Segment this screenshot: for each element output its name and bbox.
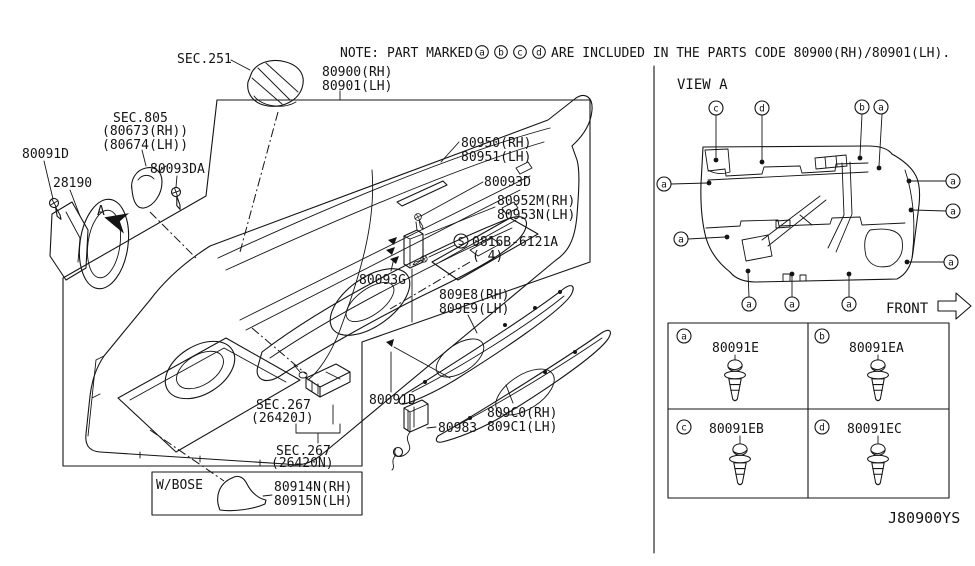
label-80093da: 80093DA — [150, 162, 205, 177]
svg-text:d: d — [536, 48, 542, 59]
label-80983: 80983 — [438, 421, 477, 436]
svg-text:a: a — [661, 180, 667, 191]
sail-trim-drawing — [131, 165, 167, 209]
label-809e9: 809E9(LH) — [439, 302, 509, 317]
front-arrow-icon — [937, 292, 972, 320]
tweeter-speaker-drawing — [49, 198, 130, 290]
svg-text:a: a — [950, 177, 956, 188]
view-a-title: VIEW A — [677, 77, 728, 93]
label-80093d: 80093D — [484, 175, 531, 190]
note-text: NOTE: PART MARKED a b c d ARE INCLUDED I… — [340, 45, 950, 61]
svg-text:a: a — [846, 300, 852, 311]
sec251-finisher-drawing — [247, 59, 304, 107]
label-view-arrow-a: A — [97, 204, 105, 219]
label-wbose: W/BOSE — [156, 478, 203, 493]
view-a-door-drawing — [700, 145, 921, 283]
bose-option-box — [151, 471, 363, 516]
svg-text:a: a — [878, 103, 884, 114]
clips-80093g-icon — [386, 237, 399, 264]
label-80952m: 80952M(RH) — [497, 194, 575, 209]
fastener-table: a 80091E b 80091EA c 80091EB d 80091EC — [667, 322, 950, 499]
view-a-section: VIEW A c d b a — [656, 77, 972, 320]
label-26420n: (26420N) — [271, 456, 334, 471]
screw-80093da-icon — [165, 185, 189, 210]
label-sec267j: SEC.267 — [256, 398, 311, 413]
label-809e8: 809E8(RH) — [439, 288, 509, 303]
label-80673: (80673(RH)) — [102, 124, 188, 139]
label-80914n: 80914N(RH) — [274, 480, 352, 495]
courtesy-lamp-26420-drawing — [293, 363, 351, 398]
note-mark-b-icon: b — [494, 45, 508, 59]
diagram-code: J80900YS — [888, 509, 960, 527]
note-mark-d-icon: d — [532, 45, 546, 59]
svg-text:a: a — [681, 332, 687, 343]
svg-text:b: b — [819, 332, 825, 343]
label-80093g: 80093G — [359, 273, 406, 288]
svg-text:S: S — [458, 235, 465, 248]
main-assembly-boundary — [62, 99, 591, 467]
door-trim-panel-drawing — [85, 94, 593, 467]
svg-text:b: b — [859, 103, 865, 114]
svg-text:b: b — [498, 48, 504, 59]
svg-text:c: c — [517, 48, 523, 59]
svg-text:a: a — [789, 300, 795, 311]
screw-80091d2-icon — [386, 339, 451, 379]
bose-boot-drawing — [217, 475, 267, 512]
svg-text:a: a — [678, 235, 684, 246]
fastener-part-80091e: 80091E — [712, 341, 759, 356]
label-sec267n: SEC.267 — [276, 444, 331, 459]
label-809c1: 809C1(LH) — [487, 420, 557, 435]
fastener-cell-c: c 80091EB — [676, 419, 764, 486]
view-direction-arrow-icon — [104, 213, 130, 234]
fastener-cell-d: d 80091EC — [814, 419, 902, 486]
label-80953n: 80953N(LH) — [497, 208, 575, 223]
label-sec805: SEC.805 — [113, 111, 168, 126]
waist-finisher-strip-drawing — [396, 180, 448, 207]
label-80951: 80951(LH) — [461, 150, 531, 165]
fastener-cell-a: a 80091E — [676, 328, 759, 402]
fastener-part-80091ea: 80091EA — [849, 341, 904, 356]
svg-text:c: c — [713, 104, 719, 115]
label-0816b-qty: ( 4) — [472, 249, 503, 264]
view-a-markers: c d b a a a a a a a — [656, 99, 961, 312]
label-80900: 80900(RH) — [322, 65, 392, 80]
note-suffix: ARE INCLUDED IN THE PARTS CODE 80900(RH)… — [551, 46, 950, 61]
label-80901: 80901(LH) — [322, 79, 392, 94]
fastener-part-80091ec: 80091EC — [847, 422, 902, 437]
label-80915n: 80915N(LH) — [274, 494, 352, 509]
fastener-cell-b: b 80091EA — [814, 328, 904, 402]
svg-text:a: a — [948, 258, 954, 269]
fastener-part-80091eb: 80091EB — [709, 422, 764, 437]
screw-symbol-icon: S — [453, 233, 469, 249]
label-80950: 80950(RH) — [461, 136, 531, 151]
svg-text:a: a — [479, 48, 485, 59]
label-80674: (80674(LH)) — [102, 138, 188, 153]
label-28190: 28190 — [53, 176, 92, 191]
note-mark-a-icon: a — [475, 45, 489, 59]
svg-text:d: d — [819, 423, 825, 434]
label-26420j: (26420J) — [251, 411, 314, 426]
label-sec251: SEC.251 — [177, 52, 232, 67]
svg-text:c: c — [681, 423, 687, 434]
label-80091d-2: 80091D — [369, 393, 416, 408]
svg-text:d: d — [759, 104, 765, 115]
note-mark-c-icon: c — [513, 45, 527, 59]
label-0816b: 0816B-6121A — [472, 235, 558, 250]
screw-80093d-icon — [411, 212, 428, 230]
label-80091d: 80091D — [22, 147, 69, 162]
armrest-finisher-809e8-drawing — [398, 285, 574, 405]
note-prefix: NOTE: PART MARKED — [340, 46, 473, 61]
front-label: FRONT — [886, 301, 929, 317]
label-809c0: 809C0(RH) — [487, 406, 557, 421]
finisher-809c0-drawing — [435, 329, 611, 443]
harness-80983-drawing — [391, 399, 429, 471]
svg-text:a: a — [950, 207, 956, 218]
screw-80091d-icon — [45, 196, 67, 220]
svg-text:a: a — [746, 300, 752, 311]
